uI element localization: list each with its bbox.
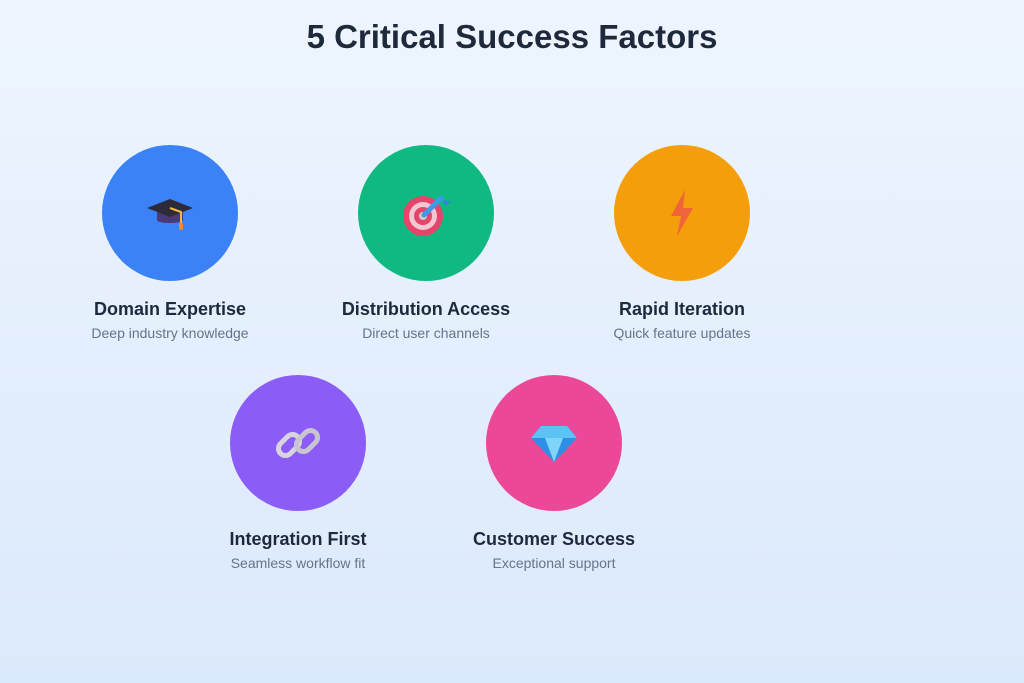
factor-integration-first: Integration First Seamless workflow fit bbox=[178, 375, 418, 571]
factor-circle bbox=[230, 375, 366, 511]
factor-name: Domain Expertise bbox=[93, 299, 247, 319]
factor-circle bbox=[358, 145, 494, 281]
factor-description: Deep industry knowledge bbox=[91, 325, 249, 341]
factor-distribution-access: Distribution Access Direct user channels bbox=[306, 145, 546, 341]
factor-circle bbox=[486, 375, 622, 511]
page-title: 5 Critical Success Factors bbox=[306, 18, 718, 55]
factor-name: Customer Success bbox=[472, 529, 636, 549]
factor-rapid-iteration: Rapid Iteration Quick feature updates bbox=[562, 145, 802, 341]
factor-domain-expertise: Domain Expertise Deep industry knowledge bbox=[50, 145, 290, 341]
factor-description: Exceptional support bbox=[492, 555, 616, 571]
lightning-icon bbox=[671, 190, 693, 236]
graduation-cap-icon bbox=[147, 199, 193, 230]
factor-name: Integration First bbox=[229, 529, 367, 549]
factor-description: Direct user channels bbox=[362, 325, 490, 341]
link-icon bbox=[275, 427, 321, 459]
gem-icon bbox=[531, 426, 577, 462]
factor-description: Quick feature updates bbox=[613, 325, 751, 341]
factor-circle bbox=[614, 145, 750, 281]
factor-name: Distribution Access bbox=[341, 299, 511, 319]
factor-description: Seamless workflow fit bbox=[230, 555, 366, 571]
factor-name: Rapid Iteration bbox=[618, 299, 745, 319]
factor-customer-success: Customer Success Exceptional support bbox=[434, 375, 674, 571]
target-icon bbox=[403, 192, 451, 236]
factor-circle bbox=[102, 145, 238, 281]
